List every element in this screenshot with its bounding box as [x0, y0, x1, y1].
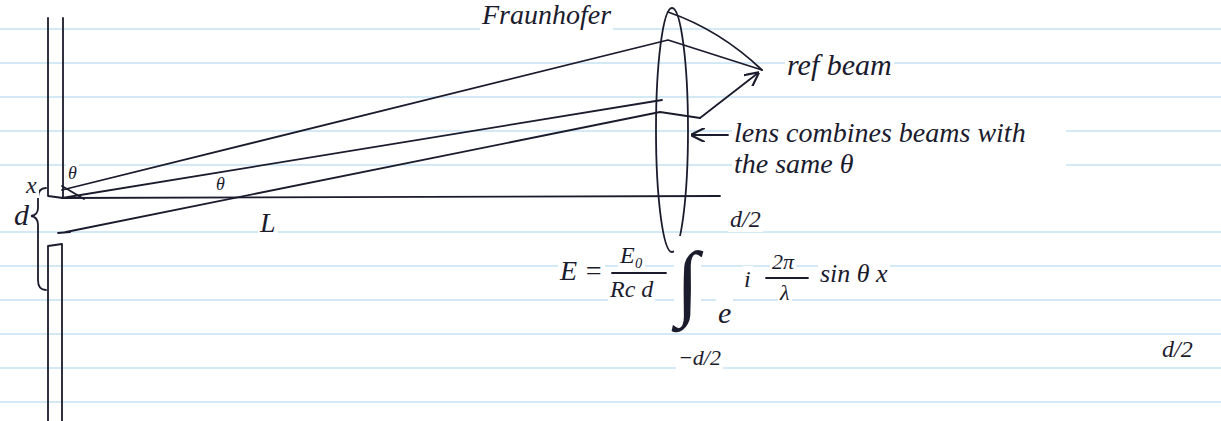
- equation-part: sin θ x: [818, 260, 890, 289]
- aperture-screen-upper: [48, 18, 63, 198]
- equation-part: i: [742, 266, 753, 292]
- angle-label: θ: [66, 164, 79, 184]
- integral-limit: −d/2: [676, 346, 723, 370]
- equation-part: e: [716, 296, 733, 329]
- ray-lower: [66, 112, 700, 232]
- ray-angle: [62, 100, 662, 198]
- ruled-lines: [0, 29, 1221, 402]
- aperture-screen-lower: [48, 244, 62, 421]
- angle-label: θ: [214, 175, 227, 195]
- integral-limit: d/2: [728, 206, 763, 232]
- fraction-bar: [766, 277, 808, 279]
- lens-note: lens combines beams with the same θ: [732, 118, 1066, 180]
- optical-axis: [62, 196, 720, 198]
- equation-part: E =: [558, 256, 605, 287]
- d-brace: [31, 188, 46, 290]
- dimension-label: L: [258, 208, 278, 239]
- equation-part: 2π: [770, 250, 796, 274]
- equation-part: E₀: [618, 242, 645, 268]
- dimension-label: d: [12, 198, 31, 231]
- beam-note: ref beam: [785, 48, 894, 81]
- equation-part: Rc d: [608, 276, 655, 302]
- equation-part: λ: [778, 281, 792, 305]
- integral-limit: d/2: [1160, 336, 1195, 362]
- fraction-bar: [612, 272, 666, 274]
- ray-to-focus: [700, 73, 758, 118]
- lens: [656, 8, 688, 252]
- integral-sign: ∫: [674, 236, 701, 328]
- lens-pointer-arrow: [692, 134, 728, 136]
- coordinate-label: x: [24, 172, 39, 198]
- heading-note: Fraunhofer: [480, 0, 613, 31]
